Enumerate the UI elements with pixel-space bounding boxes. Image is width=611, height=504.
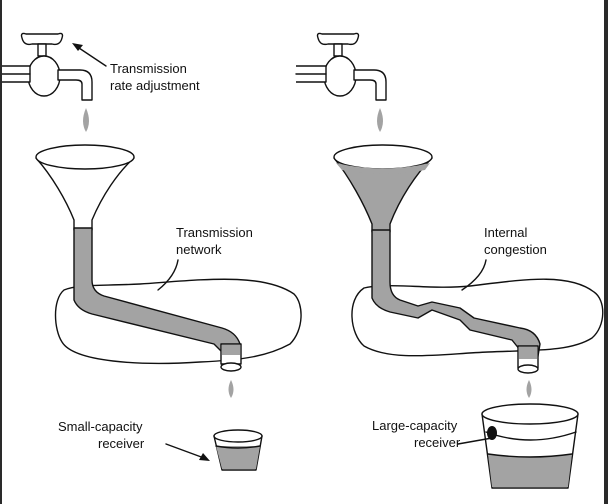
network-label-line1: Transmission	[176, 225, 253, 240]
congestion-label-line1: Internal	[484, 225, 527, 240]
congestion-label-pointer	[461, 259, 487, 291]
small-receiver-label-line2: receiver	[98, 436, 145, 451]
rate-adjustment-arrow	[75, 45, 107, 67]
rate-adjustment-arrowhead	[72, 43, 83, 51]
left-faucet-drop	[83, 108, 89, 132]
right-outlet-drop	[526, 380, 532, 398]
network-label-line2: network	[176, 242, 222, 257]
large-receiver-pointer	[457, 437, 493, 445]
small-receiver-arrowhead	[199, 453, 210, 461]
right-scene: Internal congestion Large-capacity recei…	[295, 32, 604, 489]
right-faucet-icon	[295, 32, 387, 101]
left-funnel-icon	[35, 144, 135, 231]
large-receiver-label: Large-capacity receiver	[372, 418, 493, 450]
right-faucet-drop	[377, 108, 383, 132]
small-receiver-arrow	[165, 443, 205, 459]
rate-adjustment-label-line2: rate adjustment	[110, 78, 200, 93]
congestion-label-line2: congestion	[484, 242, 547, 257]
large-receiver-label-line2: receiver	[414, 435, 461, 450]
left-scene: Transmission rate adjustment Transmissio…	[0, 32, 302, 471]
large-bucket-icon	[481, 403, 579, 489]
large-receiver-label-line1: Large-capacity	[372, 418, 458, 433]
small-receiver-label: Small-capacity receiver	[58, 419, 210, 461]
left-outlet-drop	[228, 380, 234, 398]
right-funnel-icon	[333, 144, 433, 233]
left-pipe	[73, 227, 241, 367]
network-label: Transmission network	[157, 225, 253, 291]
right-pipe-mouth	[517, 364, 539, 374]
small-receiver-label-line1: Small-capacity	[58, 419, 143, 434]
congestion-label: Internal congestion	[461, 225, 547, 291]
left-network-cloud	[54, 278, 302, 365]
network-label-pointer	[157, 259, 179, 291]
right-pipe	[371, 229, 541, 369]
rate-adjustment-label: Transmission rate adjustment	[72, 43, 200, 93]
rate-adjustment-label-line1: Transmission	[110, 61, 187, 76]
right-network-cloud	[351, 278, 604, 357]
left-pipe-mouth	[220, 362, 242, 372]
left-faucet-icon	[0, 32, 93, 101]
small-bucket-icon	[213, 429, 263, 471]
